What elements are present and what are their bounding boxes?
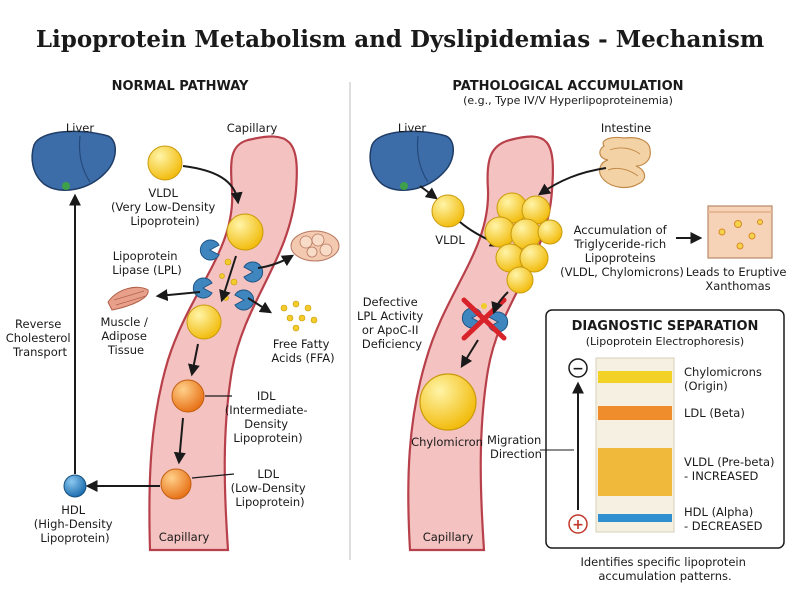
band-chylomicrons — [598, 371, 672, 383]
diagnostic-subtitle: (Lipoprotein Electrophoresis) — [586, 335, 744, 348]
intestine-label: Intestine — [601, 121, 651, 135]
pathological-subheading: (e.g., Type IV/V Hyperlipoproteinemia) — [463, 94, 673, 107]
diagnostic-title: DIAGNOSTIC SEPARATION — [572, 319, 759, 334]
diagnostic-footer: Identifies specific lipoprotein accumula… — [580, 555, 749, 583]
hdl-label: HDL (High-Density Lipoprotein) — [34, 503, 116, 545]
capillary-bottom-label: Capillary — [159, 530, 210, 544]
vldl-particle-vessel — [226, 213, 264, 251]
idl-to-ldl-arrow — [173, 417, 186, 465]
cathode-sign: − — [572, 361, 584, 377]
intestine-icon — [599, 136, 651, 189]
band-label-vldl: VLDL (Pre-beta) - INCREASED — [684, 455, 778, 483]
ldl-particle — [160, 468, 192, 500]
muscle-label: Muscle / Adipose Tissue — [101, 315, 152, 357]
triglyceride-cluster — [484, 192, 563, 294]
idl-particle — [171, 379, 205, 413]
vldl-remnant-particle — [186, 304, 222, 340]
band-vldl — [598, 448, 672, 496]
liver-icon — [31, 130, 116, 191]
band-ldl — [598, 406, 672, 420]
liver-label: Liver — [66, 121, 94, 135]
ldl-label: LDL (Low-Density Lipoprotein) — [231, 467, 310, 509]
pathological-liver-label: Liver — [398, 121, 426, 135]
remnant-to-idl-arrow — [187, 343, 200, 377]
cluster-to-lpl-arrow — [491, 291, 509, 315]
xanthoma-label: Leads to Eruptive Xanthomas — [686, 265, 790, 293]
anode-sign: + — [572, 517, 584, 533]
pathological-heading: PATHOLOGICAL ACCUMULATION — [452, 79, 683, 94]
ldl-leader-line — [191, 473, 235, 479]
to-muscle-arrow — [155, 289, 201, 302]
band-label-chylomicrons: Chylomicrons (Origin) — [684, 365, 766, 393]
liver-to-vldl-arrow — [419, 185, 438, 200]
capillary-top-label: Capillary — [227, 121, 278, 135]
reverse-transport-label: Reverse Cholesterol Transport — [6, 317, 75, 359]
defective-lpl-label: Defective LPL Activity or ApoC-II Defici… — [357, 295, 427, 351]
lpl-label: Lipoprotein Lipase (LPL) — [112, 249, 181, 277]
normal-heading: NORMAL PATHWAY — [112, 79, 249, 94]
pathological-vldl-particle — [431, 194, 465, 228]
to-ffa-arrow — [247, 297, 273, 314]
intestine-to-vessel-arrow — [538, 167, 607, 196]
lpl-enzyme-icons — [192, 239, 264, 311]
vldl-particle — [147, 145, 183, 181]
chylomicron-particle — [419, 373, 477, 431]
skin-xanthoma-icon — [707, 205, 773, 259]
page-title: Lipoprotein Metabolism and Dyslipidemias… — [36, 26, 764, 53]
lpl-to-chylomicron-arrow — [460, 339, 479, 369]
ffa-droplets — [280, 300, 318, 332]
chylomicron-label: Chylomicron — [411, 435, 483, 449]
band-hdl — [598, 514, 672, 522]
anode-icon — [568, 514, 588, 534]
band-label-hdl: HDL (Alpha) - DECREASED — [684, 505, 763, 533]
ffa-label: Free Fatty Acids (FFA) — [271, 337, 334, 365]
vldl-to-remnant-arrow — [219, 255, 237, 303]
pathological-liver-icon — [369, 130, 454, 191]
migration-label: Migration Direction — [487, 433, 545, 461]
idl-label: IDL (Intermediate- Density Lipoprotein) — [225, 389, 312, 445]
pathological-vldl-label: VLDL — [435, 233, 465, 247]
to-adipose-arrow — [257, 254, 295, 269]
vldl-label: VLDL (Very Low-Density Lipoprotein) — [111, 186, 219, 228]
cathode-icon — [568, 358, 588, 378]
hdl-particle — [63, 474, 87, 498]
pathological-capillary-label: Capillary — [423, 530, 474, 544]
band-label-ldl: LDL (Beta) — [684, 406, 745, 420]
electrophoresis-gel — [595, 357, 675, 533]
muscle-tissue-icon — [107, 286, 149, 311]
accumulation-label: Accumulation of Triglyceride-rich Lipopr… — [560, 223, 684, 279]
vldl-to-capillary-arrow — [182, 165, 243, 205]
adipose-tissue-icon — [290, 230, 340, 262]
